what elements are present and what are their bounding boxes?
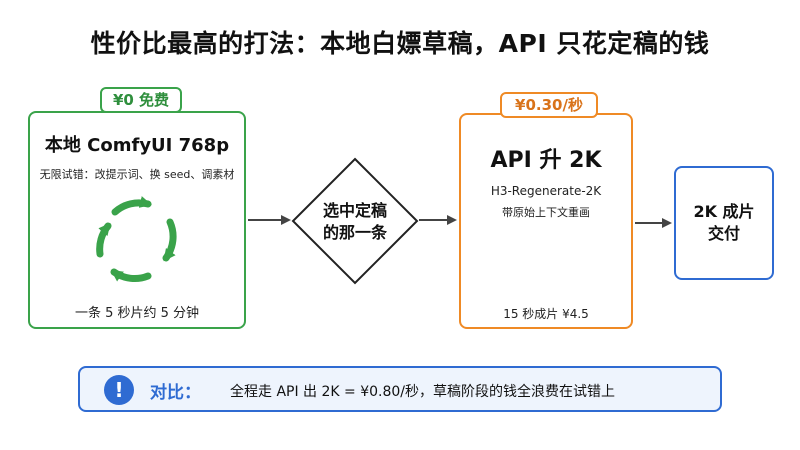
decision-diamond	[291, 157, 419, 285]
decision-label: 选中定稿 的那一条	[300, 200, 410, 244]
api-stage-footer: 15 秒成片 ¥4.5	[503, 307, 589, 321]
decision-label-line1: 选中定稿	[322, 201, 387, 220]
delivery-label-line2: 交付	[707, 224, 740, 243]
free-badge: ¥0 免费	[100, 87, 182, 113]
cycle-arrows-icon	[96, 196, 177, 283]
api-stage-title: API 升 2K	[490, 148, 602, 173]
exclamation-icon: !	[104, 375, 134, 405]
decision-label-line2: 的那一条	[322, 223, 387, 242]
page-title: 性价比最高的打法：本地白嫖草稿，API 只花定稿的钱	[90, 29, 710, 58]
price-badge: ¥0.30/秒	[500, 92, 598, 118]
local-stage-title: 本地 ComfyUI 768p	[44, 135, 230, 156]
local-stage-description: 无限试错：改提示词、换 seed、调素材	[39, 168, 235, 181]
note-label: 对比：	[150, 383, 201, 403]
api-stage-description: 带原始上下文重画	[502, 206, 590, 219]
local-stage-footer: 一条 5 秒片约 5 分钟	[74, 306, 200, 321]
local-stage-box	[28, 111, 246, 329]
delivery-box	[674, 166, 774, 280]
delivery-label-line1: 2K 成片	[693, 202, 755, 221]
comparison-note	[78, 366, 722, 412]
delivery-label: 2K 成片 交付	[674, 201, 774, 245]
api-stage-model: H3-Regenerate-2K	[490, 184, 602, 198]
note-text: 全程走 API 出 2K = ¥0.80/秒，草稿阶段的钱全浪费在试错上	[230, 384, 616, 400]
